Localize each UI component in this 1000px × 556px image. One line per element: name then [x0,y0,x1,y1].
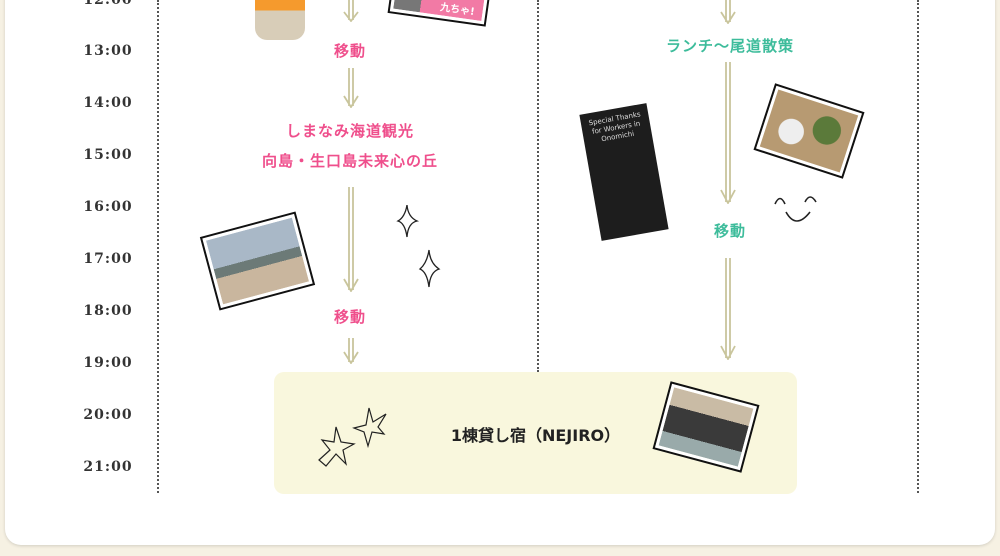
time-label: 17:00 [83,251,133,267]
time-label: 15:00 [83,147,133,163]
move-label: 移動 [333,308,366,326]
move-label: 移動 [333,42,366,60]
chalkboard-text: Special Thanks for Workers in Onomichi [588,110,642,144]
column-divider [157,0,159,493]
down-arrow-icon [720,0,736,24]
down-arrow-icon [343,338,359,364]
column-divider [917,0,919,493]
time-label: 14:00 [83,95,133,111]
stay-label: 1棟貸し宿（NEJIRO） [450,426,621,445]
column-divider [537,0,539,372]
dessert-photo [255,0,305,40]
time-label: 21:00 [83,459,133,475]
down-arrow-icon [720,62,736,204]
down-arrow-icon [343,0,359,22]
lunch-label: ランチ～尾道散策 [665,37,794,55]
time-label: 16:00 [83,199,133,215]
sightseeing-label-line1: しまなみ海道観光 [285,122,414,140]
star-icon [318,407,387,467]
time-label: 18:00 [83,303,133,319]
sightseeing-label-line2: 向島・生口島未来心の丘 [261,152,438,170]
time-label: 12:00 [83,0,133,8]
down-arrow-icon [343,68,359,108]
move-label: 移動 [713,222,746,240]
down-arrow-icon [720,258,736,360]
time-label: 19:00 [83,355,133,371]
smiley-face-icon [774,196,817,222]
down-arrow-icon [343,187,359,292]
stay-block: 1棟貸し宿（NEJIRO） [274,372,797,494]
shop-sign-text: 九ちゃ! [439,2,476,18]
lodging-photo [652,381,760,473]
time-label: 13:00 [83,43,133,59]
sparkle-icon [396,205,441,288]
time-label: 20:00 [83,407,133,423]
